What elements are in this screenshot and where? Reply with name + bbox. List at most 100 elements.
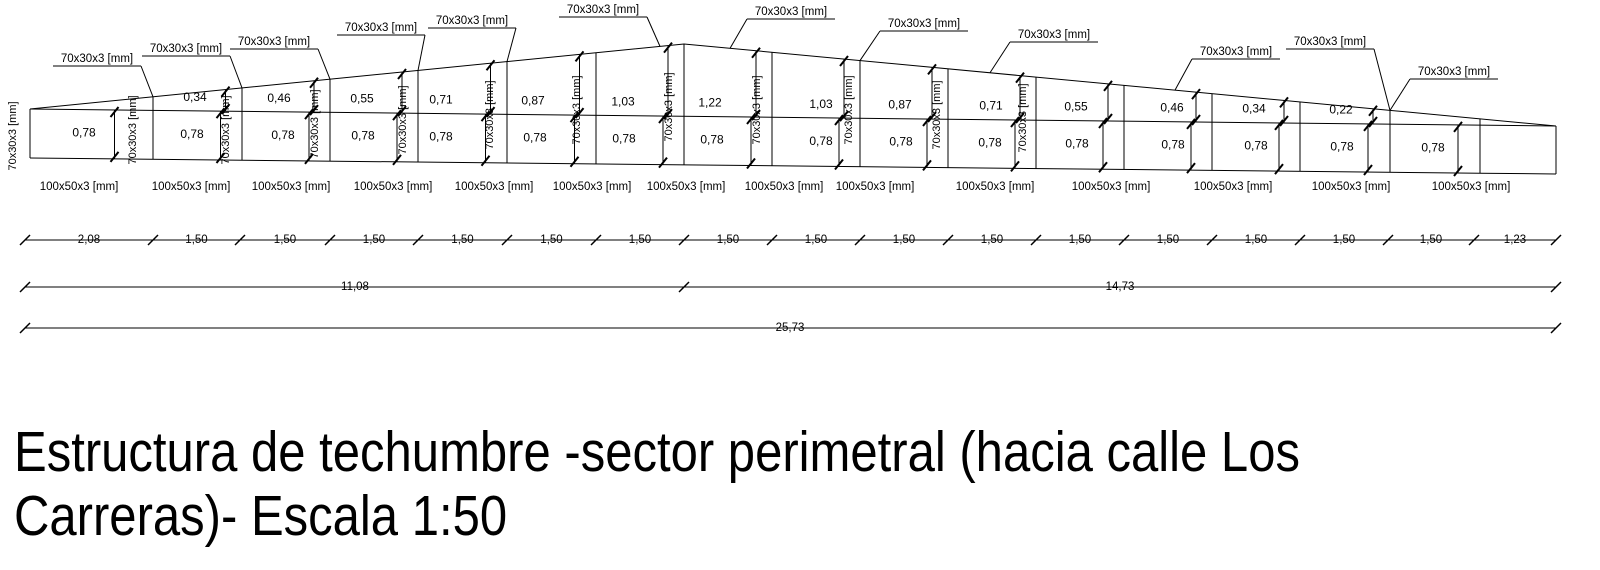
node-tick (215, 152, 226, 164)
leader-line (646, 16, 661, 47)
upper-height-label: 0,46 (267, 91, 291, 105)
post-profile-label: 70x30x3 [mm] (931, 80, 943, 149)
leader-line (317, 48, 331, 80)
node-tick (1453, 121, 1463, 133)
lower-height-label: 0,78 (429, 130, 453, 144)
node-tick (1279, 96, 1289, 109)
node-tick (1274, 163, 1284, 175)
top-chord-profile-label: 70x30x3 [mm] (345, 22, 417, 34)
node-tick (304, 153, 314, 165)
node-tick (658, 112, 668, 124)
node-tick (1363, 120, 1373, 132)
node-tick (1191, 88, 1201, 100)
lower-height-label: 0,78 (809, 134, 833, 148)
node-tick (1368, 116, 1378, 128)
upper-height-label: 1,03 (809, 97, 833, 111)
node-tick (215, 107, 226, 119)
node-tick (397, 105, 407, 117)
lower-height-label: 0,78 (700, 133, 724, 147)
lower-height-label: 0,78 (1330, 140, 1354, 154)
node-tick (1279, 115, 1289, 127)
node-tick (1103, 80, 1113, 92)
lower-height-label: 0,78 (351, 129, 375, 143)
upper-height-label: 0,34 (183, 90, 207, 104)
segment-dimension-label: 1,50 (717, 234, 739, 246)
segment-dimension-label: 1,23 (1504, 234, 1526, 246)
segment-dimension-label: 1,50 (1333, 234, 1355, 246)
node-tick (1453, 165, 1463, 177)
bottom-chord-profile-label: 100x50x3 [mm] (1312, 181, 1391, 193)
node-tick (1010, 160, 1020, 172)
dimension-tick (678, 281, 690, 293)
lower-height-label: 0,78 (612, 132, 636, 146)
segment-dimension-label: 1,50 (629, 234, 651, 246)
dimension-tick (678, 234, 690, 246)
upper-height-label: 0,34 (1242, 102, 1266, 116)
node-tick (834, 114, 844, 126)
post-profile-label: 70x30x3 [mm] (663, 72, 675, 141)
top-chord-profile-label: 70x30x3 [mm] (436, 15, 508, 27)
bottom-chord-profile-label: 100x50x3 [mm] (1432, 181, 1511, 193)
lower-height-label: 0,78 (1244, 139, 1268, 153)
node-tick (1098, 117, 1108, 129)
leader-line (1389, 78, 1411, 111)
node-tick (1363, 164, 1373, 176)
post-profile-label: 70x30x3 [mm] (484, 80, 496, 149)
node-tick (220, 103, 231, 115)
node-tick (485, 59, 496, 71)
node-tick (663, 108, 673, 120)
node-tick (927, 63, 937, 75)
node-tick (309, 104, 319, 116)
drawing-caption: Estructura de techumbre -sector perimetr… (14, 420, 1300, 548)
upper-height-label: 0,55 (350, 92, 374, 106)
dimension-tick (1030, 234, 1042, 246)
node-tick (751, 47, 761, 59)
post-profile-label: 70x30x3 [mm] (571, 75, 583, 144)
post-profile-label: 70x30x3 [mm] (751, 75, 763, 144)
dimension-tick (854, 234, 866, 246)
segment-dimension-label: 1,50 (805, 234, 827, 246)
node-tick (392, 109, 402, 121)
lower-height-label: 0,78 (180, 127, 204, 141)
leader-line (859, 30, 881, 61)
node-tick (927, 111, 937, 123)
top-chord-profile-label: 70x30x3 [mm] (61, 53, 133, 65)
leader-line (229, 55, 243, 89)
lower-height-label: 0,78 (523, 131, 547, 145)
bottom-chord-profile-label: 100x50x3 [mm] (1194, 181, 1273, 193)
segment-dimension-label: 1,50 (274, 234, 296, 246)
node-tick (480, 110, 491, 122)
leader-line (1373, 48, 1391, 111)
dimension-tick (1550, 281, 1562, 293)
top-chord-profile-label: 70x30x3 [mm] (1200, 46, 1272, 58)
total-dimension-label: 25,73 (776, 322, 805, 334)
upper-height-label: 0,71 (429, 93, 453, 107)
partial-dimension-label: 14,73 (1106, 281, 1135, 293)
dimension-tick (147, 234, 159, 246)
segment-dimension-label: 1,50 (1420, 234, 1442, 246)
top-chord-profile-label: 70x30x3 [mm] (755, 6, 827, 18)
post-profile-label: 70x30x3 [mm] (397, 85, 409, 154)
dimension-tick (1468, 234, 1480, 246)
dimension-tick (19, 281, 31, 293)
top-chord-profile-label: 70x30x3 [mm] (888, 18, 960, 30)
post-profile-label: 70x30x3 [mm] (1017, 83, 1029, 152)
segment-dimension-label: 1,50 (363, 234, 385, 246)
node-tick (839, 55, 849, 67)
upper-height-label: 0,87 (521, 94, 545, 108)
node-tick (397, 68, 407, 80)
lower-height-label: 0,78 (978, 136, 1002, 150)
middle-chord (29, 108, 1557, 127)
node-tick (569, 111, 580, 123)
dimension-tick (590, 234, 602, 246)
bottom-chord-profile-label: 100x50x3 [mm] (553, 181, 632, 193)
truss-lines (19, 16, 1562, 334)
node-tick (834, 158, 844, 171)
node-tick (746, 157, 756, 170)
node-tick (1103, 113, 1113, 125)
dimension-tick (1206, 234, 1218, 246)
segment-dimension-label: 1,50 (893, 234, 915, 246)
lower-height-label: 0,78 (271, 128, 295, 142)
bottom-chord-profile-label: 100x50x3 [mm] (745, 181, 824, 193)
